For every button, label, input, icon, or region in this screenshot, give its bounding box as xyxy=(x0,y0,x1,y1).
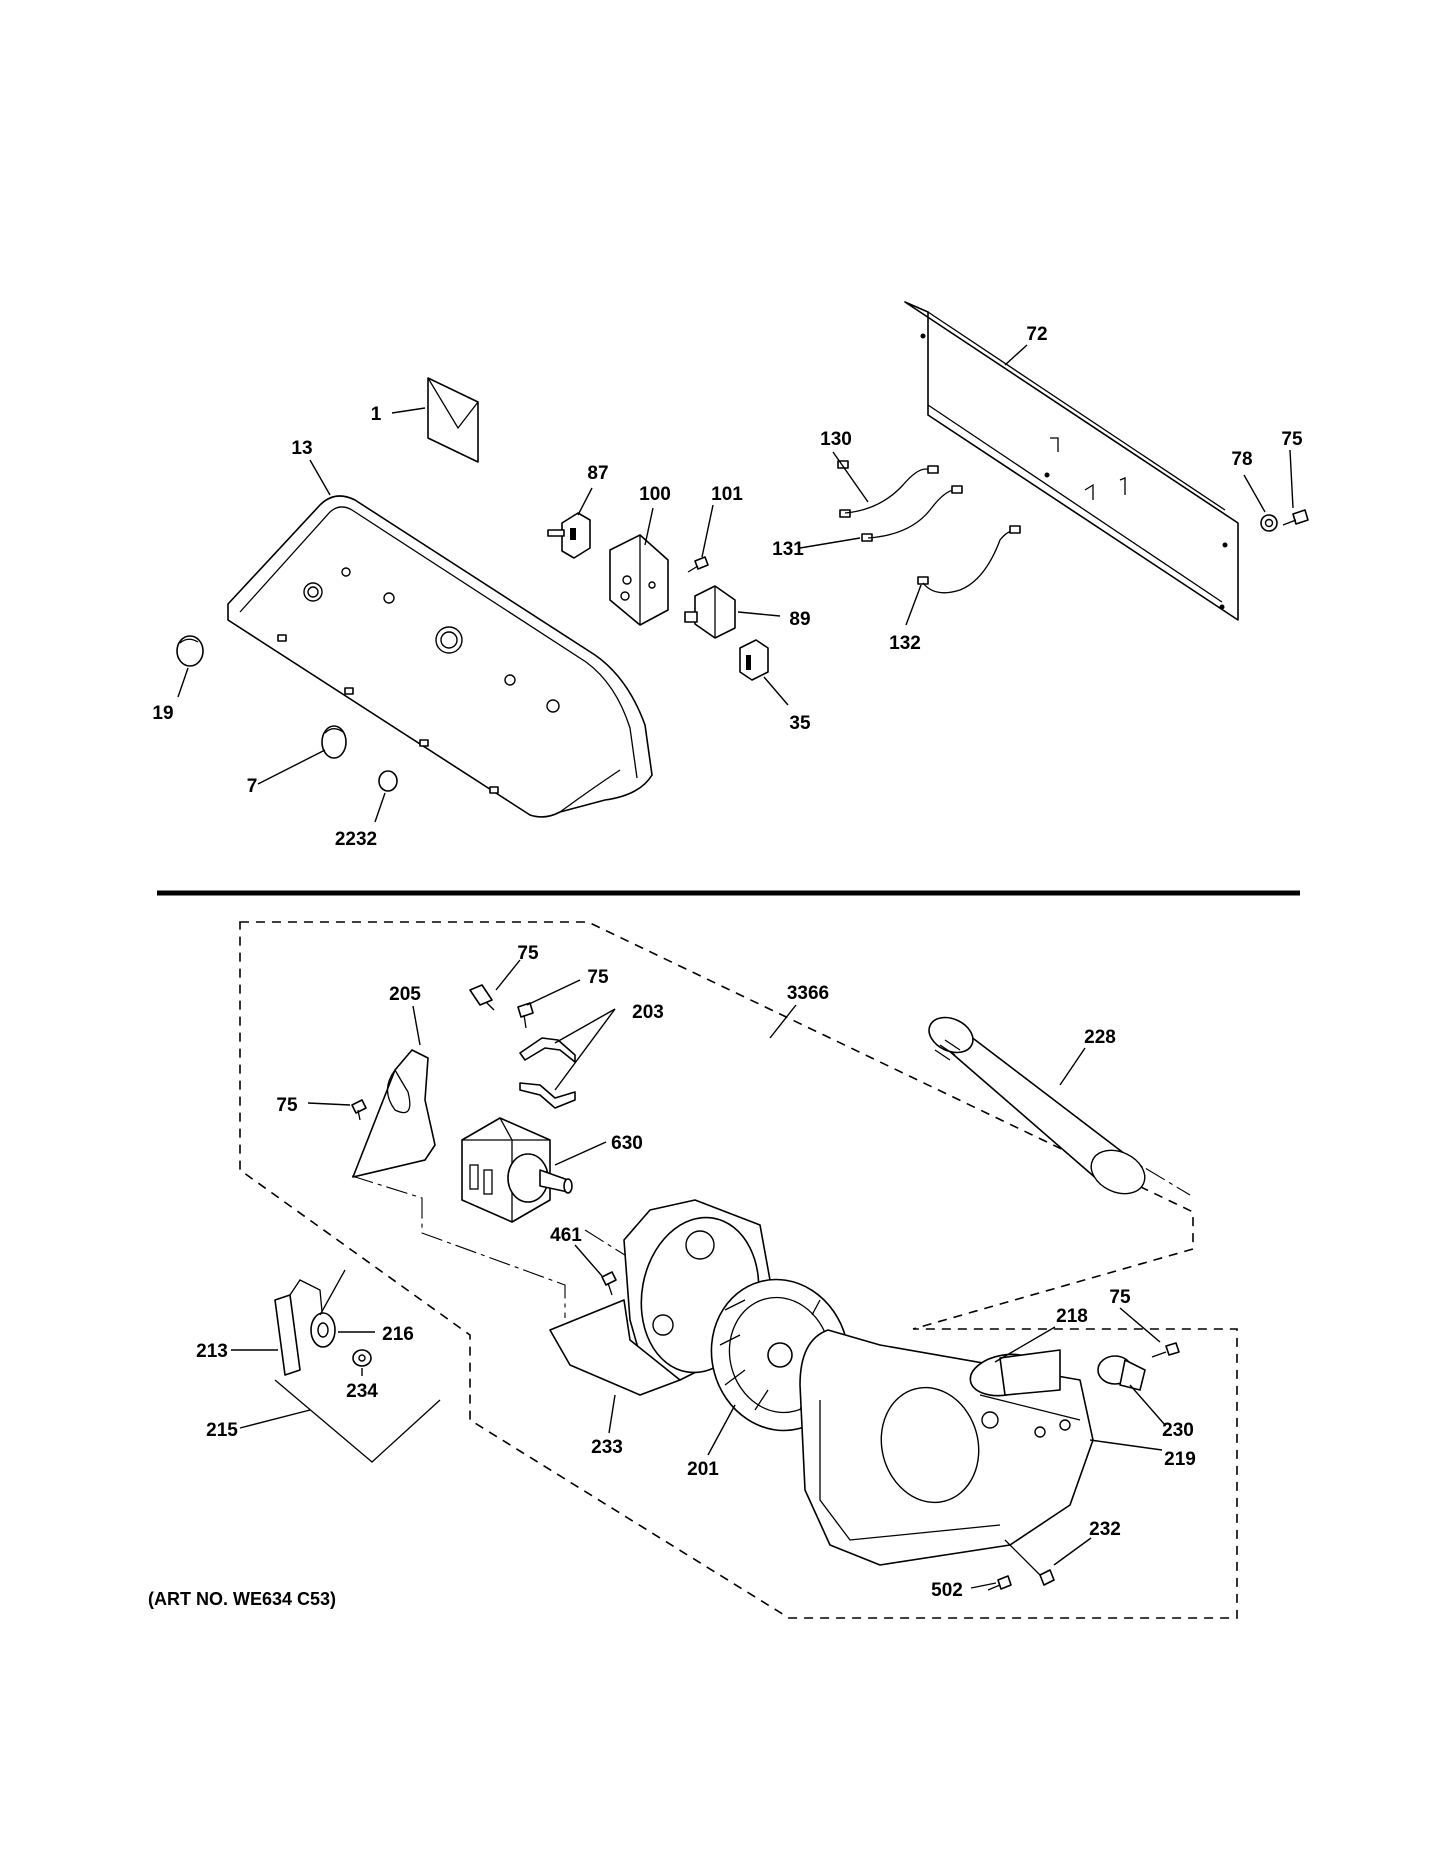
part-502-screw xyxy=(987,1575,1012,1591)
part-234-bushing xyxy=(352,1349,372,1367)
callout-75-thermostat: 75 xyxy=(1109,1287,1131,1308)
part-132-wire-harness xyxy=(917,525,1021,594)
part-101-screw xyxy=(687,556,709,573)
part-75-screw-motor-a xyxy=(469,984,495,1011)
callout-75-bracket: 75 xyxy=(276,1095,298,1116)
part-75-screw-motor-b xyxy=(517,1002,534,1029)
callout-461: 461 xyxy=(550,1225,582,1246)
part-203-motor-clamp-upper xyxy=(519,1037,576,1063)
callout-75-motor-a: 75 xyxy=(517,943,539,964)
callout-213: 213 xyxy=(196,1341,228,1362)
part-461-screw xyxy=(601,1271,617,1296)
callout-72: 72 xyxy=(1026,324,1047,345)
part-205-motor-bracket xyxy=(352,1049,436,1178)
part-7-knob xyxy=(321,725,347,759)
part-232-long-screw xyxy=(1004,1539,1055,1586)
part-75-screw-thermostat xyxy=(1151,1342,1180,1358)
callout-218: 218 xyxy=(1056,1306,1088,1327)
part-2232-button xyxy=(378,770,398,792)
callout-215: 215 xyxy=(206,1420,238,1441)
part-78-washer xyxy=(1260,514,1278,532)
callout-35: 35 xyxy=(789,713,811,734)
part-75-screw-top xyxy=(1282,509,1309,526)
callout-131: 131 xyxy=(772,539,804,560)
callout-201: 201 xyxy=(687,1459,719,1480)
callout-132: 132 xyxy=(889,633,921,654)
part-130-wire-harness xyxy=(837,460,939,518)
callout-233: 233 xyxy=(591,1437,623,1458)
part-35-switch xyxy=(739,639,769,681)
callout-130: 130 xyxy=(820,429,852,450)
callout-100: 100 xyxy=(639,484,671,505)
callout-87: 87 xyxy=(587,463,608,484)
part-1-instruction-sheet xyxy=(427,377,479,463)
callout-13: 13 xyxy=(291,438,312,459)
callout-216: 216 xyxy=(382,1324,414,1345)
part-100-timer xyxy=(609,534,669,626)
callout-502: 502 xyxy=(931,1580,963,1601)
callout-7: 7 xyxy=(247,776,258,797)
part-218-sensor xyxy=(969,1349,1061,1397)
part-630-drive-motor xyxy=(461,1117,573,1223)
part-131-wire-harness xyxy=(861,485,963,542)
callout-232: 232 xyxy=(1089,1519,1121,1540)
part-203-motor-clamp-lower xyxy=(519,1082,576,1109)
callout-89: 89 xyxy=(789,609,810,630)
part-228-duct-tube xyxy=(928,1016,1146,1195)
callout-205: 205 xyxy=(389,984,421,1005)
art-number: (ART NO. WE634 C53) xyxy=(148,1589,336,1609)
part-87-switch xyxy=(547,512,591,559)
callout-1: 1 xyxy=(371,404,382,425)
callout-219: 219 xyxy=(1164,1449,1196,1470)
callout-234: 234 xyxy=(346,1381,378,1402)
part-13-control-panel xyxy=(227,495,653,818)
callout-203: 203 xyxy=(632,1002,664,1023)
part-230-thermostat xyxy=(1097,1355,1146,1391)
callout-labels: 1 13 19 7 2232 87 100 101 89 35 72 130 1… xyxy=(152,324,1303,1601)
kit-3366-boundary xyxy=(239,921,1238,1619)
callout-78: 78 xyxy=(1231,449,1252,470)
part-89-rocker-switch xyxy=(684,585,736,639)
callout-19: 19 xyxy=(152,703,173,724)
callout-2232: 2232 xyxy=(335,829,377,850)
leader-lines xyxy=(177,344,1294,1589)
part-216-idler-pulley xyxy=(310,1269,346,1348)
callout-75-top: 75 xyxy=(1281,429,1303,450)
callout-101: 101 xyxy=(711,484,743,505)
part-19-knob xyxy=(176,635,204,667)
part-75-screw-bracket xyxy=(351,1099,367,1121)
callout-3366: 3366 xyxy=(787,983,829,1004)
callout-630: 630 xyxy=(611,1133,643,1154)
callout-75-motor-b: 75 xyxy=(587,967,609,988)
part-215-idler-rod xyxy=(274,1379,441,1463)
callout-228: 228 xyxy=(1084,1027,1116,1048)
callout-230: 230 xyxy=(1162,1420,1194,1441)
part-72-rear-panel xyxy=(904,301,1239,621)
assembly-centerline-2 xyxy=(351,1175,566,1318)
